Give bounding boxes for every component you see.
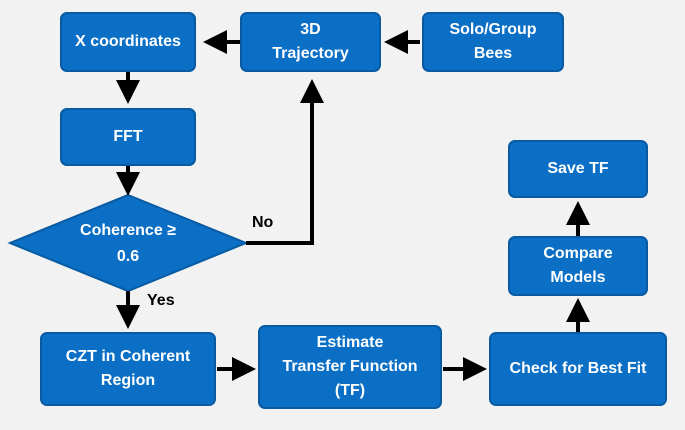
node-label-line: Save TF (547, 160, 609, 177)
node-label-line: Coherence ≥ (80, 222, 176, 239)
node-label-line: X coordinates (75, 33, 181, 50)
node-label-line: CZT in Coherent (65, 348, 191, 365)
node-compare-models: Compare Models (508, 236, 648, 296)
node-label-line: Check for Best Fit (509, 360, 647, 377)
node-coherence-label: Coherence ≥ 0.6 (40, 218, 216, 270)
node-estimate-transfer-function: Estimate Transfer Function (TF) (258, 325, 442, 409)
node-3d-trajectory: 3D Trajectory (240, 12, 381, 72)
node-fft: FFT (60, 108, 196, 166)
node-x-coordinates: X coordinates (60, 12, 196, 72)
node-label-line: Estimate (316, 334, 384, 351)
node-save-tf: Save TF (508, 140, 648, 198)
node-label-line: Compare (543, 245, 613, 262)
node-solo-group-bees: Solo/Group Bees (422, 12, 564, 72)
node-label-line: Bees (473, 45, 513, 62)
node-check-best-fit: Check for Best Fit (489, 332, 667, 406)
node-label-line: 0.6 (116, 248, 140, 265)
node-label-line: (TF) (334, 382, 366, 399)
node-label-line: FFT (113, 128, 143, 145)
node-label-line: Solo/Group (449, 21, 537, 38)
node-label-line: Models (550, 269, 606, 286)
arrow-coherence-no-to-trajectory (246, 79, 324, 245)
node-label-line: 3D (300, 21, 321, 38)
edge-label-yes: Yes (147, 292, 175, 309)
node-label-line: Region (100, 372, 156, 389)
edge-label-no: No (252, 214, 274, 231)
node-czt-coherent-region: CZT in Coherent Region (40, 332, 216, 406)
node-label-line: Transfer Function (282, 358, 418, 375)
node-label-line: Trajectory (272, 45, 349, 62)
